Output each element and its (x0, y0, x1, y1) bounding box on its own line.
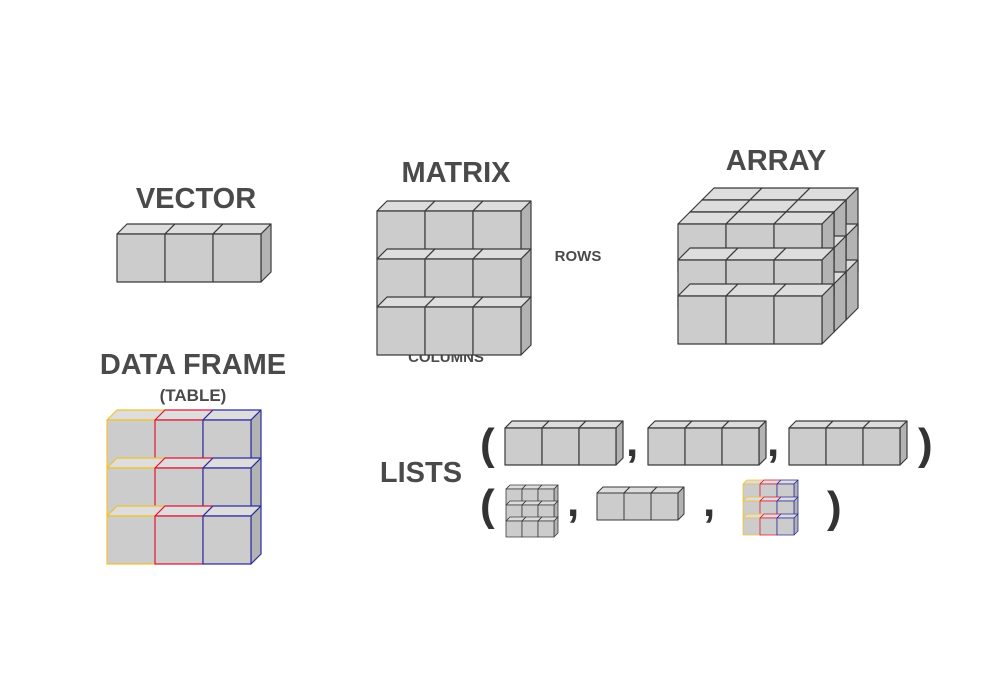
cube (202, 505, 262, 565)
list1-open-bracket: ( (480, 420, 495, 469)
array-title: ARRAY (726, 145, 826, 177)
matrix-title: MATRIX (401, 157, 511, 189)
list2-comma-1: , (567, 477, 579, 526)
cube (202, 457, 262, 517)
matrix-cubes (376, 200, 532, 356)
rows-label: ROWS (555, 248, 602, 265)
cube (202, 409, 262, 469)
cube (721, 420, 767, 466)
cube (776, 513, 799, 536)
cube (578, 420, 624, 466)
cube (472, 200, 532, 260)
list2-close-bracket: ) (827, 483, 842, 532)
lists-title: LISTS (380, 457, 462, 489)
cube (862, 420, 908, 466)
cube (537, 516, 559, 538)
list2-matrix (505, 484, 559, 538)
cube (472, 248, 532, 308)
list2-data-frame (742, 479, 799, 536)
list2-comma-2: , (703, 477, 715, 526)
list1-vector-2 (647, 420, 767, 466)
list1-vector-1 (504, 420, 624, 466)
cube (212, 223, 272, 283)
list1-close-bracket: ) (918, 420, 933, 469)
array-cubes (677, 187, 859, 345)
data-frame-title: DATA FRAME (100, 349, 286, 381)
list1-vector-3 (788, 420, 908, 466)
list2-open-bracket: ( (480, 481, 495, 530)
cube (773, 283, 835, 345)
table-subtitle: (TABLE) (160, 386, 227, 405)
vector-cubes (116, 223, 272, 283)
list2-vector (596, 486, 685, 521)
cube (650, 486, 685, 521)
list1-comma-2: , (767, 417, 779, 466)
list1-comma-1: , (626, 417, 638, 466)
data-frame-cubes (106, 409, 262, 565)
cube (472, 296, 532, 356)
vector-title: VECTOR (136, 183, 256, 215)
